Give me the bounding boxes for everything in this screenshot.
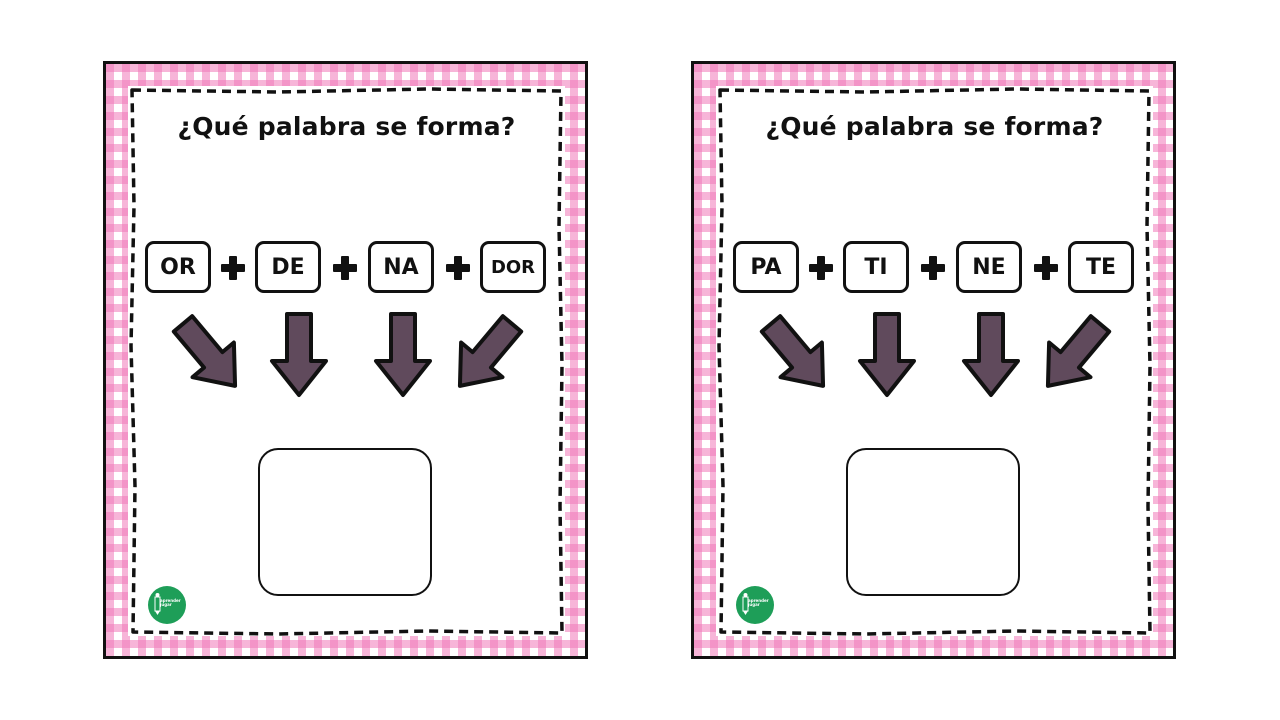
syllable-box: OR — [145, 241, 211, 293]
plus-icon — [1034, 256, 1058, 280]
syllable-box: DE — [255, 241, 321, 293]
card-title: ¿Qué palabra se forma? — [177, 112, 516, 141]
answer-box[interactable] — [258, 448, 432, 596]
syllable-box: TE — [1068, 241, 1134, 293]
arrow-down-icon — [759, 314, 826, 388]
pencil-icon — [742, 593, 749, 615]
arrow-down-icon — [374, 312, 432, 397]
arrow-down-icon — [1045, 314, 1112, 388]
dashed-frame — [129, 87, 564, 636]
arrow-down-icon — [171, 314, 238, 388]
syllable-box: NE — [956, 241, 1022, 293]
pencil-icon — [154, 593, 161, 615]
answer-box[interactable] — [846, 448, 1020, 596]
syllable-box: PA — [733, 241, 799, 293]
syllable-box: DOR — [480, 241, 546, 293]
dashed-frame — [717, 87, 1152, 636]
logo-text: aprender jugar — [160, 598, 181, 607]
plus-icon — [221, 256, 245, 280]
logo: aprender jugar — [148, 586, 186, 624]
plus-icon — [809, 256, 833, 280]
card-content: ¿Qué palabra se forma? PA TI NE TE — [716, 86, 1153, 636]
plus-icon — [921, 256, 945, 280]
arrow-down-icon — [457, 314, 524, 388]
syllable-box: TI — [843, 241, 909, 293]
card-title: ¿Qué palabra se forma? — [765, 112, 1104, 141]
arrow-down-icon — [858, 312, 916, 397]
arrow-down-icon — [962, 312, 1020, 397]
syllable-box: NA — [368, 241, 434, 293]
word-card-1: ¿Qué palabra se forma? OR DE NA DOR — [103, 61, 588, 659]
plus-icon — [333, 256, 357, 280]
word-card-2: ¿Qué palabra se forma? PA TI NE TE — [691, 61, 1176, 659]
card-content: ¿Qué palabra se forma? OR DE NA DOR — [128, 86, 565, 636]
plus-icon — [446, 256, 470, 280]
logo: aprender jugar — [736, 586, 774, 624]
logo-text: aprender jugar — [748, 598, 769, 607]
arrow-down-icon — [270, 312, 328, 397]
